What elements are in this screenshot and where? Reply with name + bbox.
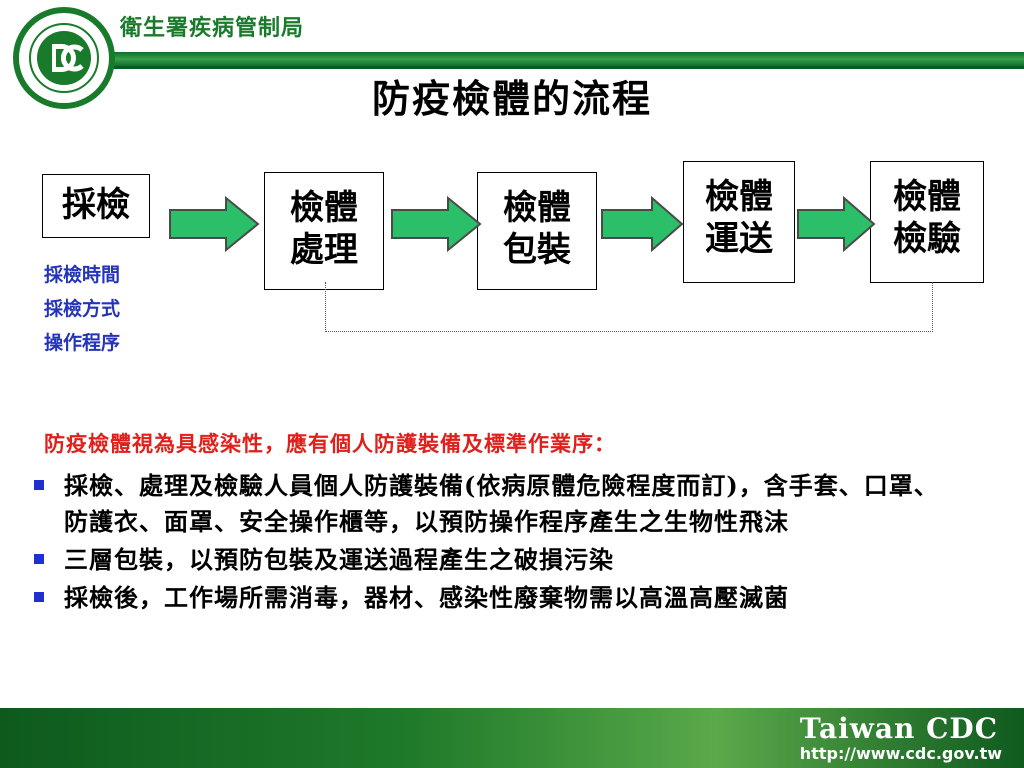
bullet-text: 採檢後，工作場所需消毒，器材、感染性廢棄物需以高溫高壓滅菌 [64,583,789,612]
header-divider-shadow [100,66,1024,69]
flow-step-line: 包裝 [503,230,571,270]
bullet-text: 採檢、處理及檢驗人員個人防護裝備(依病原體危險程度而訂)，含手套、口罩、防護衣、… [64,471,939,536]
sample-notes: 採檢時間 採檢方式 操作程序 [44,258,120,360]
flow-step-line: 運送 [705,219,773,259]
flow-step-processing: 檢體 處理 [264,172,384,290]
flow-step-sample-collection: 採檢 [42,174,150,238]
bullet-text: 三層包裝，以預防包裝及運送過程產生之破損污染 [64,545,614,574]
flow-step-line: 檢體 [705,177,773,217]
bullet-item: 採檢、處理及檢驗人員個人防護裝備(依病原體危險程度而訂)，含手套、口罩、防護衣、… [32,468,952,540]
bullet-item: 採檢後，工作場所需消毒，器材、感染性廢棄物需以高溫高壓滅菌 [32,580,952,616]
sample-note-item: 採檢時間 [44,264,121,286]
flow-arrow-icon [391,196,482,252]
flow-step-line: 檢體 [290,188,358,228]
flow-step-testing: 檢體 檢驗 [870,161,984,283]
flow-step-transport: 檢體 運送 [683,161,795,283]
footer-brand: Taiwan CDC [799,712,998,745]
footer-band [0,708,1024,768]
flow-step-line: 處理 [290,230,358,270]
flow-step-line: 檢體 [503,188,571,228]
flow-arrow-icon [797,196,876,252]
flow-arrow-icon [169,196,260,252]
footer-url: http://www.cdc.gov.tw [799,744,1002,763]
notes-bullet-list: 採檢、處理及檢驗人員個人防護裝備(依病原體危險程度而訂)，含手套、口罩、防護衣、… [32,468,952,618]
square-bullet-icon [34,592,44,602]
header-divider [100,52,1024,66]
slide-title: 防疫檢體的流程 [371,76,652,121]
bullet-item: 三層包裝，以預防包裝及運送過程產生之破損污染 [32,542,952,578]
square-bullet-icon [34,554,44,564]
sample-note-item: 採檢方式 [44,298,121,320]
flow-bracket [325,282,933,332]
sample-note-item: 操作程序 [44,332,121,354]
flow-step-line: 採檢 [62,185,130,225]
notes-heading: 防疫檢體視為具感染性，應有個人防護裝備及標準作業序： [44,431,616,456]
flow-step-line: 檢驗 [893,219,961,259]
flow-step-line: 檢體 [893,177,961,217]
flow-arrow-icon [601,196,684,252]
flow-step-packaging: 檢體 包裝 [477,172,597,290]
square-bullet-icon [34,480,44,490]
org-name: 衛生署疾病管制局 [120,16,305,41]
cdc-logo-icon [13,7,115,109]
